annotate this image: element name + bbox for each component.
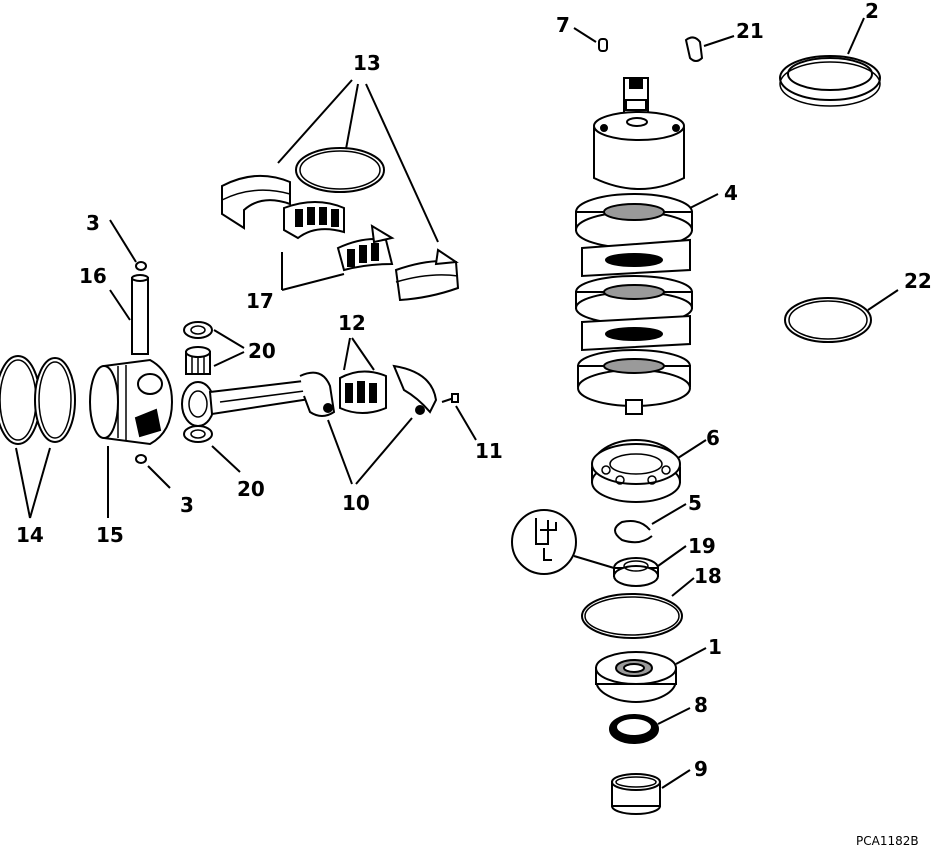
callout-4: 4 <box>724 181 738 205</box>
snap-ring-13 <box>295 147 385 193</box>
retainer-3-bottom <box>135 454 147 464</box>
callout-8: 8 <box>694 693 708 717</box>
needle-bearing-20 <box>185 346 211 375</box>
bearing-housing-1 <box>595 651 677 703</box>
wrist-pin-16 <box>131 274 149 355</box>
callout-19: 19 <box>688 534 716 558</box>
callout-17: 17 <box>246 289 274 313</box>
bearing-half-13-right <box>394 248 460 302</box>
callout-13: 13 <box>353 51 381 75</box>
crankshaft <box>575 77 693 415</box>
piston-rings-14 <box>0 355 76 445</box>
ball-bearing-6 <box>591 439 681 503</box>
rod-screw-11 <box>441 393 459 403</box>
callout-15: 15 <box>96 523 124 547</box>
seal-ring-2 <box>779 55 881 107</box>
roller-bearing-17-left <box>283 201 345 240</box>
connecting-rod <box>181 364 438 427</box>
callout-20-bottom: 20 <box>237 477 265 501</box>
thrust-washer-20-bottom <box>183 425 213 443</box>
callout-2: 2 <box>865 0 879 23</box>
callout-18: 18 <box>694 564 722 588</box>
detail-inset <box>511 509 615 575</box>
callout-9: 9 <box>694 757 708 781</box>
retainer-3-top <box>135 261 147 271</box>
callout-10: 10 <box>342 491 370 515</box>
key-pin-7 <box>598 38 608 52</box>
seal-8 <box>609 714 659 744</box>
callout-6: 6 <box>706 426 720 450</box>
roller-bearing-17-right <box>336 224 395 272</box>
callout-16: 16 <box>79 264 107 288</box>
callout-7: 7 <box>556 13 570 37</box>
seal-19 <box>613 557 659 587</box>
o-ring-18 <box>581 593 683 639</box>
callout-12: 12 <box>338 311 366 335</box>
callout-5: 5 <box>688 491 702 515</box>
callout-20-top: 20 <box>248 339 276 363</box>
retaining-ring-5 <box>614 520 653 544</box>
leader-lines <box>15 17 899 789</box>
figure-id: PCA1182B <box>856 834 919 847</box>
callout-1: 1 <box>708 635 722 659</box>
thrust-washer-20-top <box>183 321 213 339</box>
piston-15 <box>89 358 174 446</box>
callouts: 13 3 16 17 12 20 11 20 3 10 14 15 7 21 2… <box>16 0 932 848</box>
callout-3-bottom: 3 <box>180 493 194 517</box>
callout-21: 21 <box>736 19 764 43</box>
bearing-half-13-left <box>221 174 291 230</box>
cage-bearing-12 <box>339 370 387 414</box>
callout-22: 22 <box>904 269 932 293</box>
o-ring-22 <box>784 297 872 343</box>
callout-14: 14 <box>16 523 44 547</box>
bushing-9 <box>611 773 661 815</box>
callout-11: 11 <box>475 439 503 463</box>
key-21 <box>684 36 704 62</box>
callout-3-top: 3 <box>86 211 100 235</box>
